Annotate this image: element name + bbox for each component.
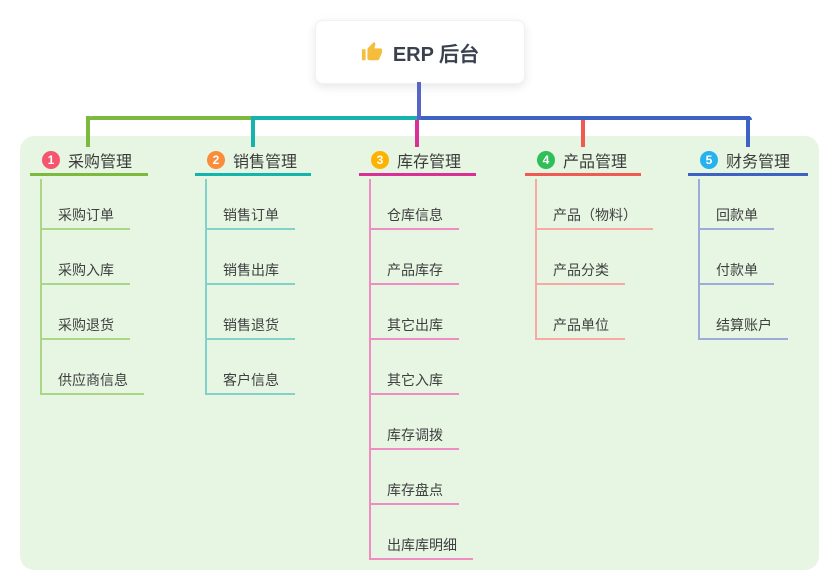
child-node[interactable]: 产品单位 xyxy=(535,313,625,340)
child-node[interactable]: 采购入库 xyxy=(40,258,130,285)
child-node[interactable]: 产品分类 xyxy=(535,258,625,285)
branch-title-label: 产品管理 xyxy=(563,154,628,171)
branch-number-badge: 3 xyxy=(371,151,389,169)
root-connector-line xyxy=(417,82,421,120)
branch-number-badge: 5 xyxy=(700,151,718,169)
branch-node-财务管理[interactable]: 5 财务管理 xyxy=(688,147,808,176)
child-node[interactable]: 其它入库 xyxy=(369,368,459,395)
branch-node-采购管理[interactable]: 1 采购管理 xyxy=(30,147,148,176)
connector-bus-left-teal xyxy=(251,116,419,120)
branch-spine-line xyxy=(535,179,537,340)
branch-spine-line xyxy=(369,179,371,560)
child-node[interactable]: 付款单 xyxy=(698,258,774,285)
child-node[interactable]: 产品库存 xyxy=(369,258,459,285)
child-node[interactable]: 销售出库 xyxy=(205,258,295,285)
branch-spine-line xyxy=(205,179,207,395)
branch-drop-line xyxy=(581,116,585,147)
branch-node-产品管理[interactable]: 4 产品管理 xyxy=(525,147,641,176)
child-node[interactable]: 库存调拨 xyxy=(369,423,459,450)
branch-node-库存管理[interactable]: 3 库存管理 xyxy=(359,147,476,176)
child-node[interactable]: 出库库明细 xyxy=(369,533,473,560)
branch-number-badge: 2 xyxy=(207,151,225,169)
branch-drop-line xyxy=(86,116,90,147)
branch-drop-line xyxy=(746,116,750,147)
connector-bus-left-green xyxy=(88,116,257,120)
child-node[interactable]: 采购订单 xyxy=(40,203,130,230)
child-node[interactable]: 产品（物料） xyxy=(535,203,653,230)
branch-number-badge: 1 xyxy=(42,151,60,169)
child-node[interactable]: 其它出库 xyxy=(369,313,459,340)
child-node[interactable]: 销售退货 xyxy=(205,313,295,340)
branch-drop-line xyxy=(251,116,255,147)
root-node-label: ERP 后台 xyxy=(392,43,480,66)
child-node[interactable]: 结算账户 xyxy=(698,313,788,340)
branches-background-panel xyxy=(20,136,819,570)
branch-number-badge: 4 xyxy=(537,151,555,169)
branch-title-label: 财务管理 xyxy=(726,154,791,171)
branch-title-label: 采购管理 xyxy=(68,154,133,171)
branch-spine-line xyxy=(40,179,42,395)
child-node[interactable]: 采购退货 xyxy=(40,313,130,340)
branch-drop-line xyxy=(415,116,419,147)
child-node[interactable]: 回款单 xyxy=(698,203,774,230)
child-node[interactable]: 销售订单 xyxy=(205,203,295,230)
child-node[interactable]: 客户信息 xyxy=(205,368,295,395)
thumbs-up-icon xyxy=(361,41,383,63)
branch-title-label: 销售管理 xyxy=(233,154,298,171)
child-node[interactable]: 供应商信息 xyxy=(40,368,144,395)
branch-title-label: 库存管理 xyxy=(397,154,462,171)
root-node[interactable]: ERP 后台 xyxy=(315,20,525,84)
child-node[interactable]: 库存盘点 xyxy=(369,478,459,505)
child-node[interactable]: 仓库信息 xyxy=(369,203,459,230)
branch-node-销售管理[interactable]: 2 销售管理 xyxy=(195,147,311,176)
connector-bus-right-blue xyxy=(417,116,752,120)
branch-spine-line xyxy=(698,179,700,340)
